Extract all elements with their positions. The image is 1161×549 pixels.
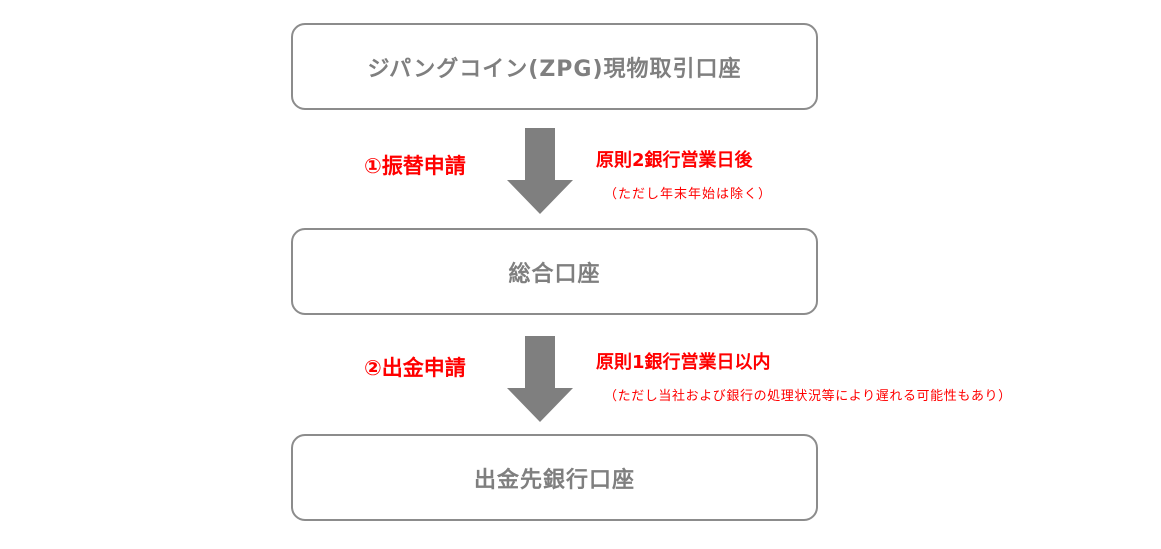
flow-box-zpg-spot-account: ジパングコイン(ZPG)現物取引口座 [291, 23, 818, 110]
step-label-transfer: ①振替申請 [364, 154, 466, 178]
step-note-withdrawal: （ただし当社および銀行の処理状況等により遅れる可能性もあり） [604, 389, 1012, 404]
step-timing-transfer: 原則2銀行営業日後 [596, 150, 753, 171]
flow-box-destination-bank-account: 出金先銀行口座 [291, 434, 818, 521]
flow-box-label: ジパングコイン(ZPG)現物取引口座 [367, 56, 742, 82]
down-arrow-icon [507, 336, 573, 422]
step-label-withdrawal: ②出金申請 [364, 356, 466, 380]
flow-box-label: 総合口座 [508, 261, 601, 287]
step-note-transfer: （ただし年末年始は除く） [604, 187, 773, 202]
down-arrow-icon [507, 128, 573, 214]
flow-box-general-account: 総合口座 [291, 228, 818, 315]
flow-box-label: 出金先銀行口座 [473, 467, 635, 493]
step-timing-withdrawal: 原則1銀行営業日以内 [596, 352, 771, 373]
